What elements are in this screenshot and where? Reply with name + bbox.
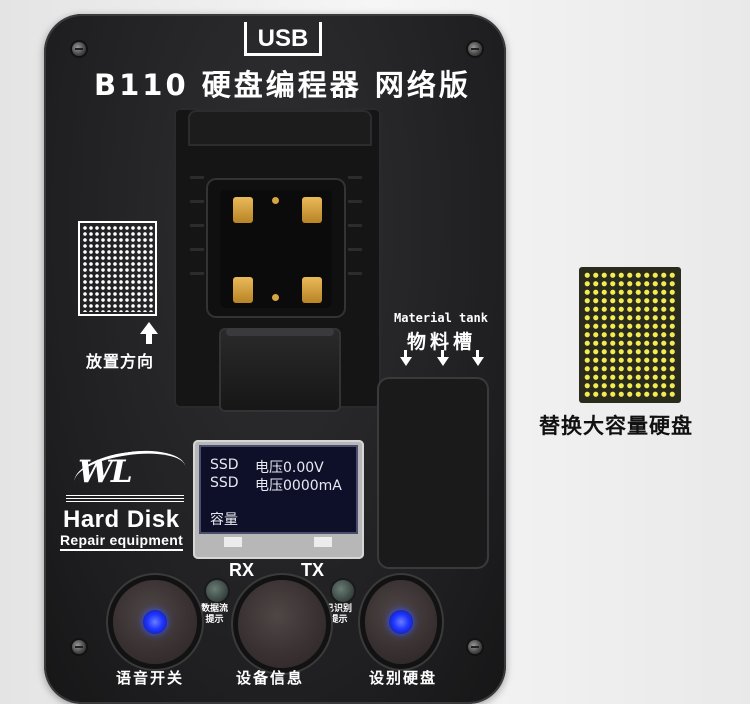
screw-icon (72, 42, 86, 56)
tx-label: TX (301, 560, 325, 580)
brand-line-1: Hard Disk (63, 506, 180, 533)
identified-led-icon (332, 580, 354, 602)
lcd-row: SSD (210, 457, 239, 473)
arrow-up-stem (146, 333, 152, 344)
lcd-clip (314, 537, 332, 547)
data-flow-hint: 数据流 提示 (201, 604, 228, 626)
lcd-row-label: SSD (210, 475, 239, 491)
lcd-row-label: 容量 (210, 512, 238, 528)
data-flow-hint-line: 提示 (205, 615, 224, 625)
socket-ridge (190, 176, 204, 179)
device-info-button[interactable] (238, 580, 326, 668)
arrow-down-icon (472, 357, 484, 366)
arrow-down-stem (476, 350, 479, 358)
arrow-down-stem (441, 350, 444, 358)
contact-pad (233, 197, 253, 223)
arrow-down-icon (437, 357, 449, 366)
contact-pad (233, 277, 253, 303)
screw-icon (72, 640, 86, 654)
socket-ridge (190, 272, 204, 275)
socket-ridge (190, 248, 204, 251)
place-direction-label: 放置方向 (86, 352, 155, 371)
identify-disk-label: 设别硬盘 (369, 669, 438, 687)
voice-switch-led-icon (143, 610, 167, 634)
lcd-clip (224, 537, 242, 547)
alignment-pin (272, 197, 279, 204)
placement-diagram-frame (78, 221, 157, 316)
contact-pad (302, 197, 322, 223)
rx-label: RX (229, 560, 255, 580)
lcd-row-value: 电压0.00V (255, 460, 324, 476)
arrow-up-icon (140, 322, 158, 334)
brand-line-2: Repair equipment (60, 532, 184, 551)
brand-logo: WL (78, 454, 133, 490)
lcd-row-value: 电压0000mA (255, 478, 342, 494)
lcd-screen: SSD 电压0.00V SSD 电压0000mA 容量 (199, 445, 358, 534)
lcd-row-label: SSD (210, 457, 239, 473)
socket-ridge (348, 176, 362, 179)
socket-ridge (348, 248, 362, 251)
logo-stripes (66, 494, 184, 502)
socket-ridge (190, 200, 204, 203)
voice-switch-label: 语音开关 (116, 669, 185, 687)
identified-hint-line: 提示 (329, 615, 348, 625)
screw-icon (468, 42, 482, 56)
screw-icon (468, 640, 482, 654)
data-flow-led-icon (206, 580, 228, 602)
socket-ridge (348, 224, 362, 227)
identified-hint-line: 已识别 (325, 604, 353, 614)
material-tank-en-label: Material tank (394, 311, 488, 325)
arrow-down-stem (404, 350, 407, 358)
bga-balls-icon (583, 271, 677, 399)
replacement-label: 替换大容量硬盘 (539, 414, 693, 438)
device-title: B110 硬盘编程器 网络版 (94, 68, 471, 102)
lcd-row: 容量 (210, 509, 238, 529)
socket-ridge (348, 200, 362, 203)
chip-dots-icon (82, 225, 153, 312)
lcd-row: SSD (210, 475, 239, 491)
data-flow-hint-line: 数据流 (201, 604, 229, 614)
identify-disk-led-icon (389, 610, 413, 634)
usb-label: USB (244, 22, 322, 56)
material-tank-cn-label: 物料槽 (407, 331, 477, 353)
socket-latch-edge (226, 328, 334, 336)
socket-ridge (190, 224, 204, 227)
arrow-down-icon (400, 357, 412, 366)
socket-latch[interactable] (219, 328, 341, 412)
alignment-pin (272, 294, 279, 301)
identified-hint: 已识别 提示 (325, 604, 352, 626)
material-tank[interactable] (377, 377, 489, 569)
socket-lid-hinge (188, 110, 372, 146)
socket-ridge (348, 272, 362, 275)
device-info-label: 设备信息 (236, 669, 305, 687)
contact-pad (302, 277, 322, 303)
